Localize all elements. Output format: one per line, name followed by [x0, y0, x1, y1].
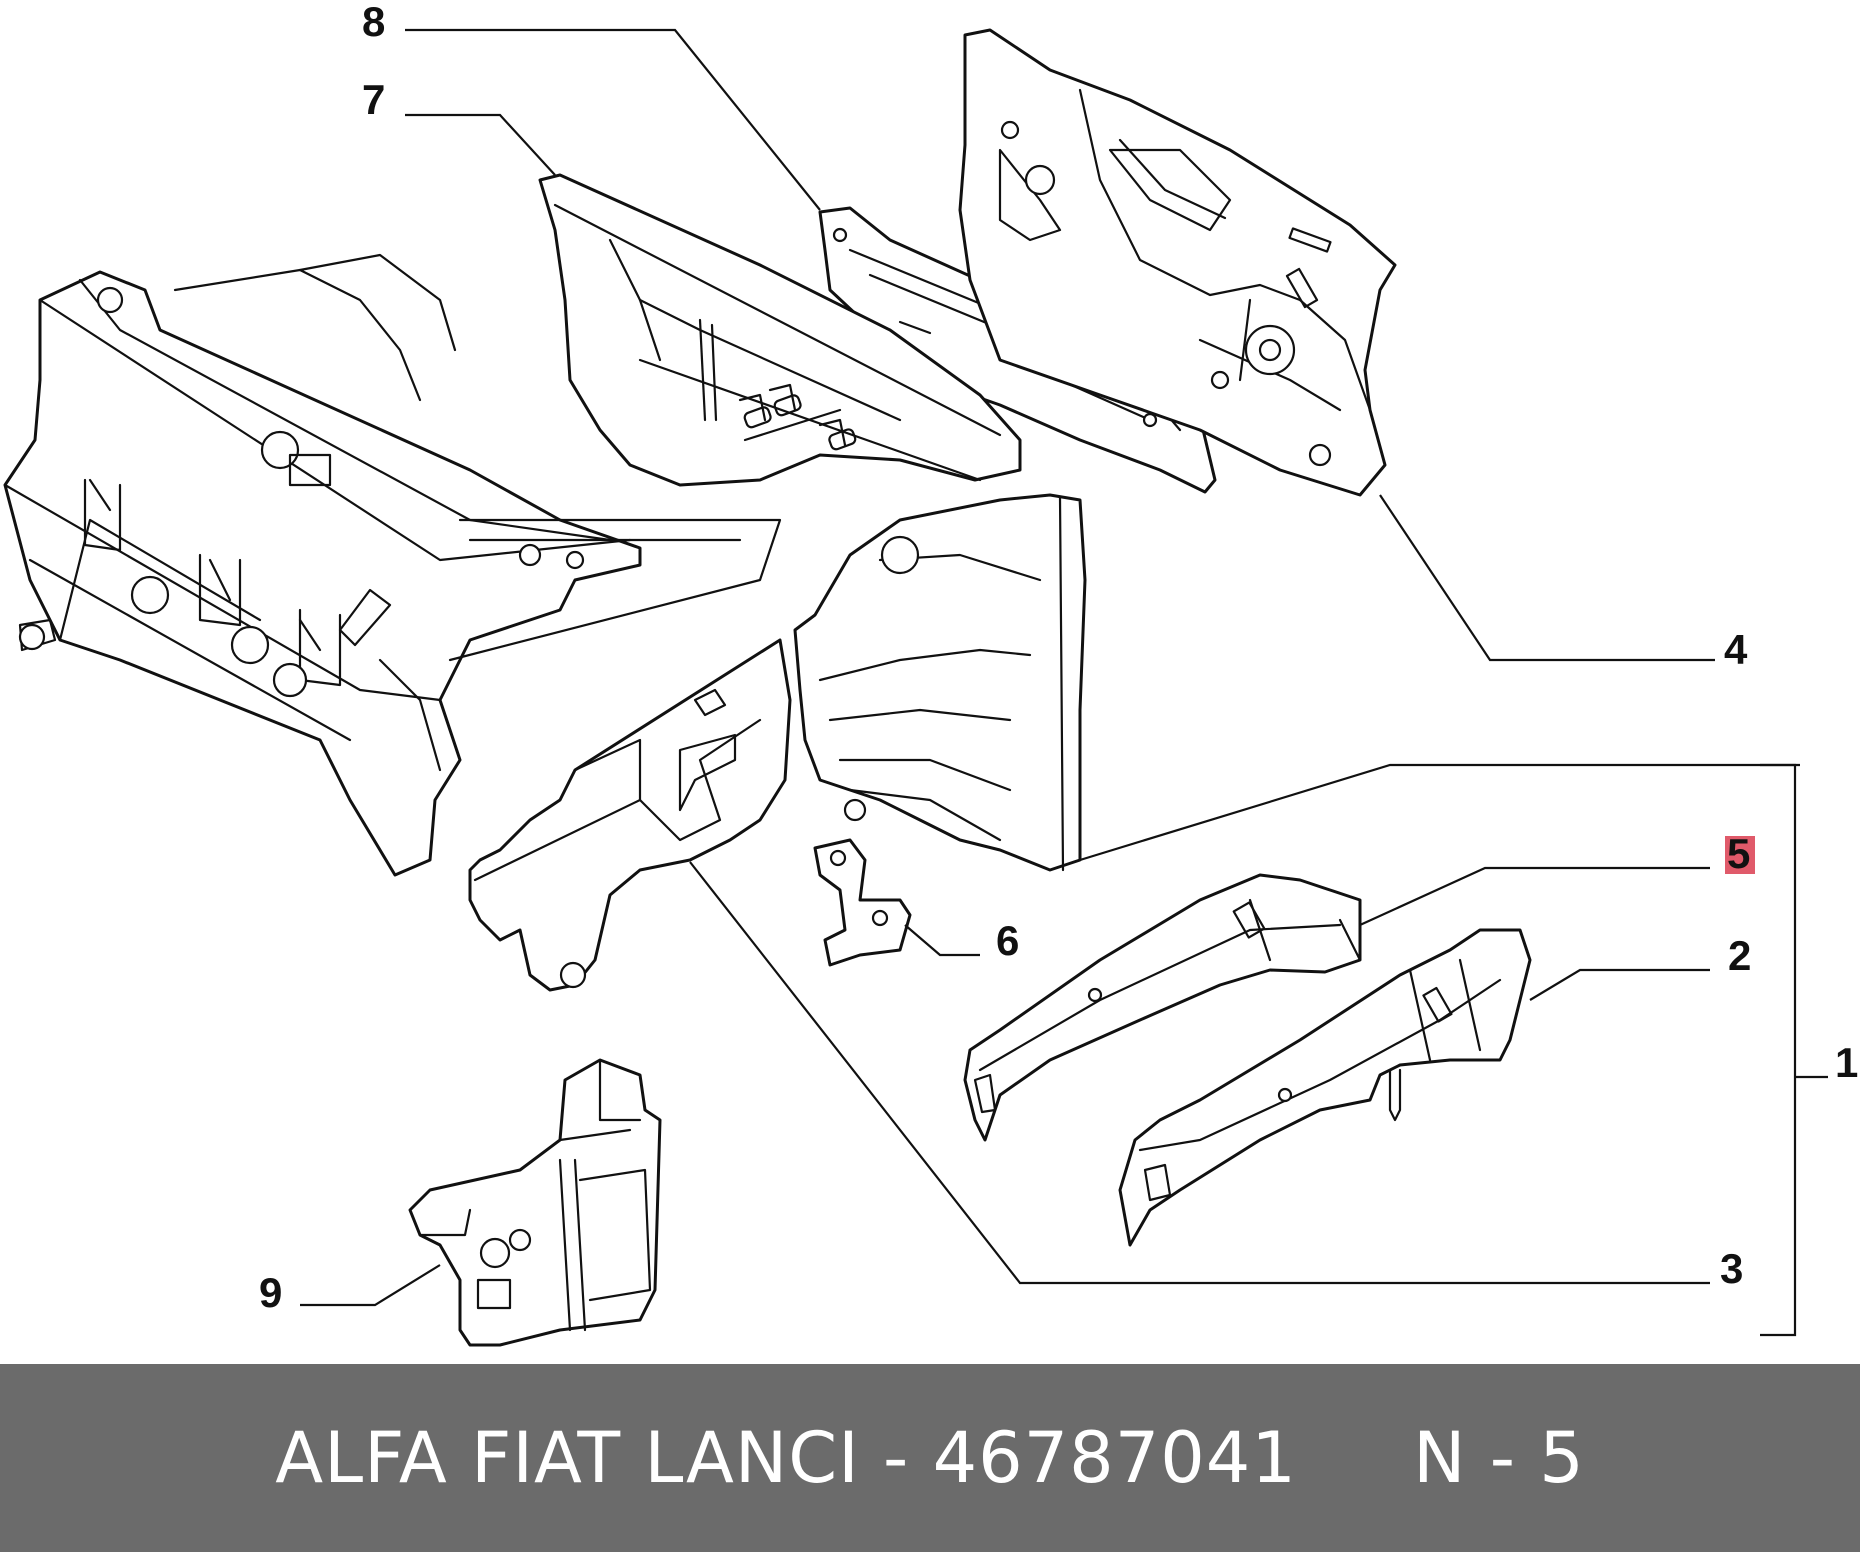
part-3-wheelhouse-panel — [468, 638, 792, 992]
callout-2: 2 — [1728, 932, 1751, 979]
callout-6: 6 — [996, 917, 1019, 964]
exploded-parts-diagram: 8 7 4 5 6 2 1 3 9 — [3, 0, 1858, 1347]
part-5-wheelhouse-large — [793, 493, 1087, 872]
leader-8 — [405, 28, 821, 211]
front-frame-assembly — [3, 253, 782, 877]
part-6-bracket — [813, 838, 912, 967]
callout-labels: 8 7 4 5 6 2 1 3 9 — [259, 0, 1858, 1316]
callout-4: 4 — [1724, 626, 1748, 673]
leader-2 — [1529, 968, 1710, 1001]
leader-9 — [300, 1264, 441, 1307]
footer-caption: ALFA FIAT LANCI - 46787041 N - 5 — [275, 1417, 1585, 1499]
part-4-firewall — [958, 28, 1397, 497]
bracket-1 — [1760, 763, 1828, 1337]
part-2-lower-rail — [1118, 928, 1532, 1247]
callout-5: 5 — [1727, 830, 1750, 877]
leader-3 — [689, 861, 1710, 1285]
footer-bar: ALFA FIAT LANCI - 46787041 N - 5 — [0, 1364, 1860, 1552]
leader-6 — [904, 924, 980, 957]
leader-4 — [1379, 494, 1715, 662]
callout-1: 1 — [1835, 1039, 1858, 1086]
leader-5 — [1079, 763, 1800, 862]
leader-7 — [405, 113, 556, 176]
callout-9: 9 — [259, 1269, 282, 1316]
leader-5-item — [1359, 866, 1710, 927]
part-7-upper-dash — [538, 173, 1022, 487]
part-5-upper-rail — [963, 873, 1362, 1142]
leader-lines — [300, 28, 1828, 1337]
callout-7: 7 — [362, 76, 385, 123]
callout-8: 8 — [362, 0, 385, 45]
callout-3: 3 — [1720, 1245, 1743, 1292]
part-9-side-panel — [408, 1058, 662, 1347]
callout-5-highlight — [1725, 836, 1755, 874]
